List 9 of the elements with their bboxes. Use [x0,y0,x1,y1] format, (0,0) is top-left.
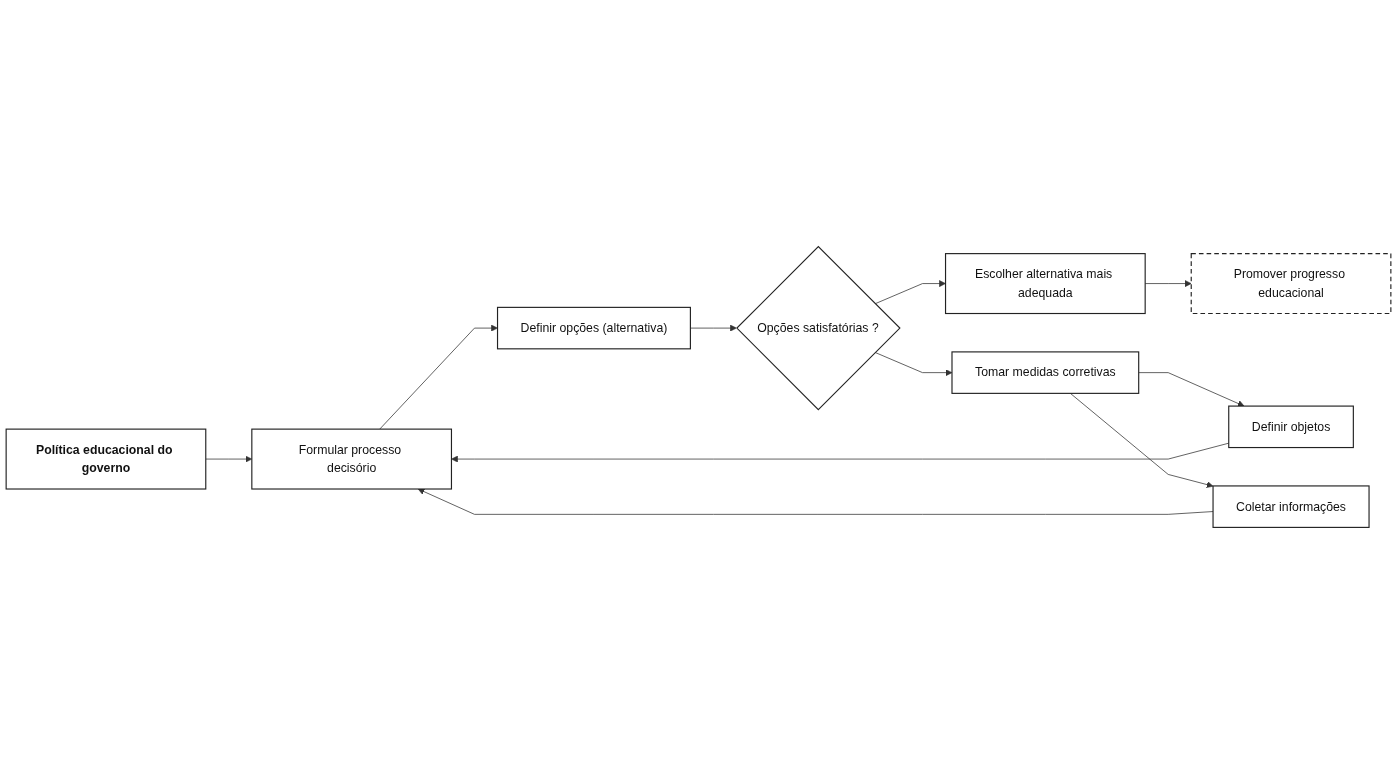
node-box: Tomar medidas corretivas [951,351,1140,394]
node-box: Escolher alternativa mais adequada [944,253,1146,315]
node-box: Coletar informações [1212,485,1370,528]
node-box: Promover progresso educacional [1190,253,1392,315]
node-box: Definir objetos [1228,405,1354,449]
node-box: Definir opções (alternativa) [496,306,691,350]
node-box: Formular processo decisório [251,428,453,490]
node-diamond: Opções satisfatórias ? [736,245,901,411]
node-box: Política educacional do governo [5,428,207,490]
